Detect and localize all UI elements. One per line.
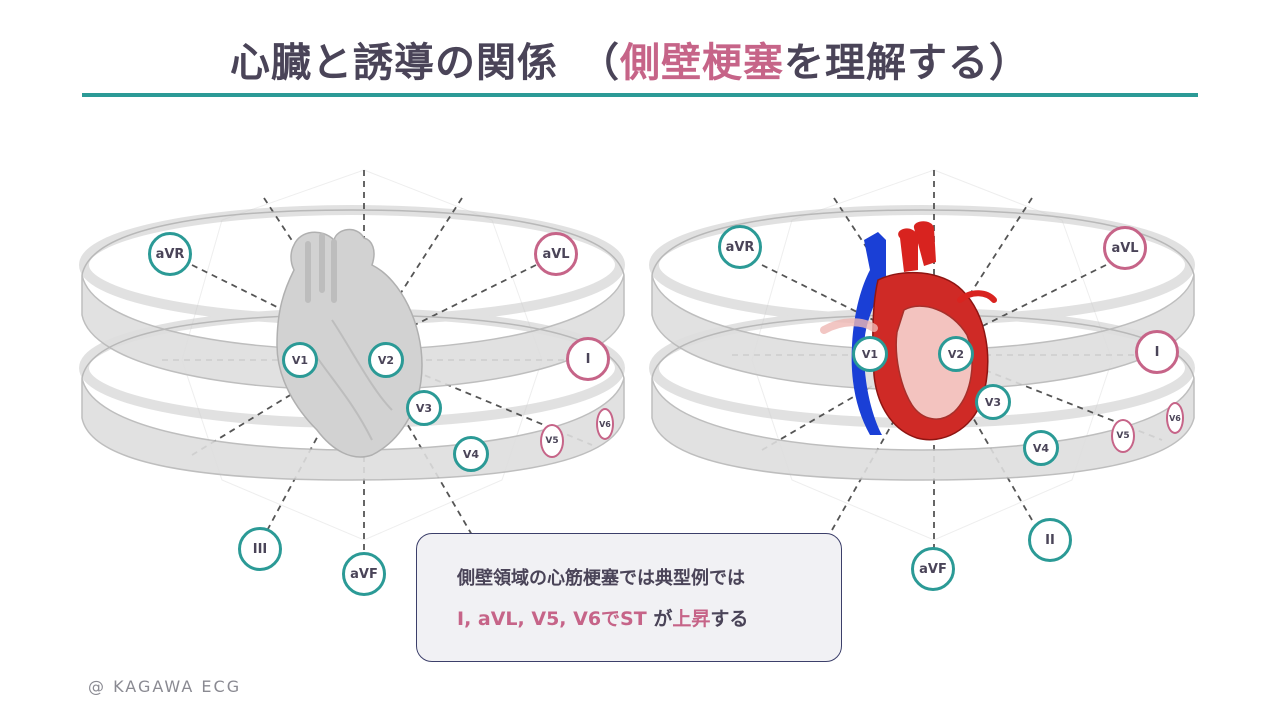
lead-v3: V3 (975, 384, 1011, 420)
callout-particle: が (646, 608, 673, 630)
lead-avr: aVR (718, 225, 762, 269)
lead-v2: V2 (938, 336, 974, 372)
lead-i: I (1135, 330, 1179, 374)
callout-leads: I, aVL, V5, V6でST (457, 608, 647, 630)
lead-v6: V6 (596, 408, 614, 440)
lead-v2: V2 (368, 342, 404, 378)
page-title: 心臓と誘導の関係 （側壁梗塞を理解する） (0, 30, 1260, 88)
lead-v1: V1 (852, 336, 888, 372)
lead-v4: V4 (453, 436, 489, 472)
callout-line-2: I, aVL, V5, V6でST が上昇する (457, 604, 841, 631)
lead-avl: aVL (1103, 226, 1147, 270)
lead-avf: aVF (911, 547, 955, 591)
title-suffix: を理解する） (784, 40, 1030, 86)
lead-v1: V1 (282, 342, 318, 378)
heart-anatomy-illustration-icon (820, 221, 997, 441)
title-underline (82, 93, 1198, 97)
callout-end: する (710, 608, 749, 630)
brand-logo: @ KAGAWA ECG (88, 677, 242, 696)
explanation-callout: 側壁領域の心筋梗塞では典型例では I, aVL, V5, V6でST が上昇する (416, 533, 842, 662)
lead-v5: V5 (540, 424, 564, 458)
title-prefix: 心臓と誘導の関係 （ (230, 40, 620, 86)
lead-i: I (566, 337, 610, 381)
title-highlight: 側壁梗塞 (620, 40, 784, 86)
lead-v3: V3 (406, 390, 442, 426)
lead-v5: V5 (1111, 419, 1135, 453)
left-lead-diagram: aVR aVL I V1 V2 V3 V4 V5 V6 III aVF (72, 150, 632, 600)
heart-illustration-grey-icon (276, 228, 423, 458)
right-diagram-lines (649, 169, 1195, 555)
lead-v6: V6 (1166, 402, 1184, 434)
lead-avr: aVR (148, 232, 192, 276)
callout-rise: 上昇 (672, 608, 711, 630)
lead-avf: aVF (342, 552, 386, 596)
lead-ii: II (1028, 518, 1072, 562)
lead-avl: aVL (534, 232, 578, 276)
callout-line-1: 側壁領域の心筋梗塞では典型例では (457, 568, 745, 589)
lead-v4: V4 (1023, 430, 1059, 466)
lead-iii: III (238, 527, 282, 571)
right-lead-diagram: aVR aVL I V1 V2 V3 V4 V5 V6 II aVF (642, 150, 1202, 600)
